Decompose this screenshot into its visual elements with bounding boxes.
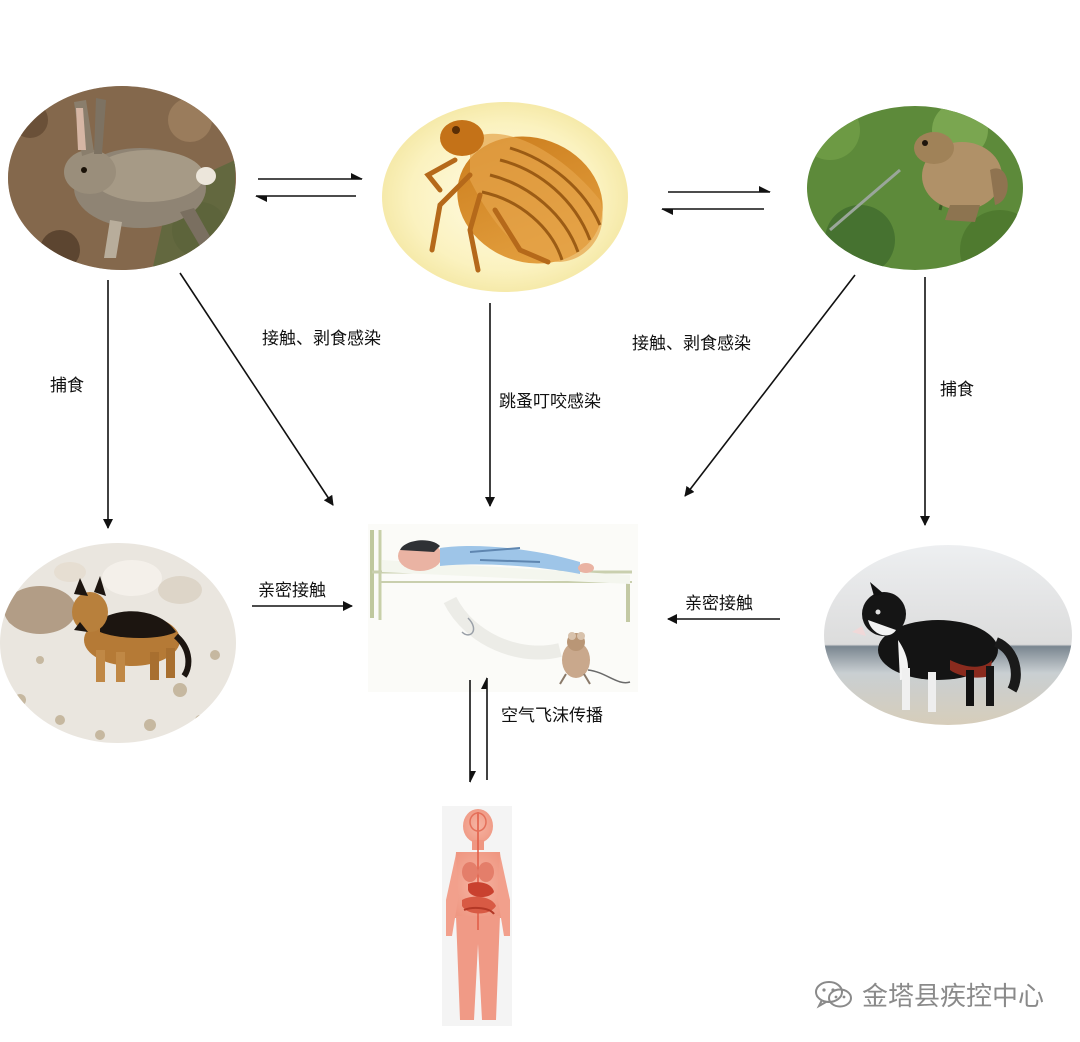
collie-dog-photo [824,545,1072,725]
flea-photo [382,102,628,292]
human-anatomy-figure [442,806,512,1026]
arrow-marmot-to-patient [684,274,856,497]
label-airborne-droplet: 空气飞沫传播 [501,706,603,726]
label-close-contact-right: 亲密接触 [685,594,753,614]
arrow-airborne-pair [469,677,488,783]
label-close-contact-left: 亲密接触 [258,581,326,601]
label-contact-infection-right: 接触、剥食感染 [632,334,751,354]
marmot-photo [807,106,1023,270]
label-predation-right: 捕食 [940,380,974,400]
sick-person-illustration [368,524,638,692]
arrow-flea-marmot-pair [661,186,771,215]
hare-photo [8,86,236,270]
watermark-text: 金塔县疾控中心 [861,982,1044,1012]
label-predation-left: 捕食 [50,376,84,396]
label-flea-bite-infection: 跳蚤叮咬感染 [499,392,601,412]
arrow-hare-flea-pair [255,173,363,202]
shepherd-dog-photo [0,543,236,743]
arrow-hare-to-patient [179,272,334,506]
watermark: 金塔县疾控中心 [814,976,1044,1013]
label-contact-infection-left: 接触、剥食感染 [262,329,381,349]
wechat-icon [814,979,854,1011]
